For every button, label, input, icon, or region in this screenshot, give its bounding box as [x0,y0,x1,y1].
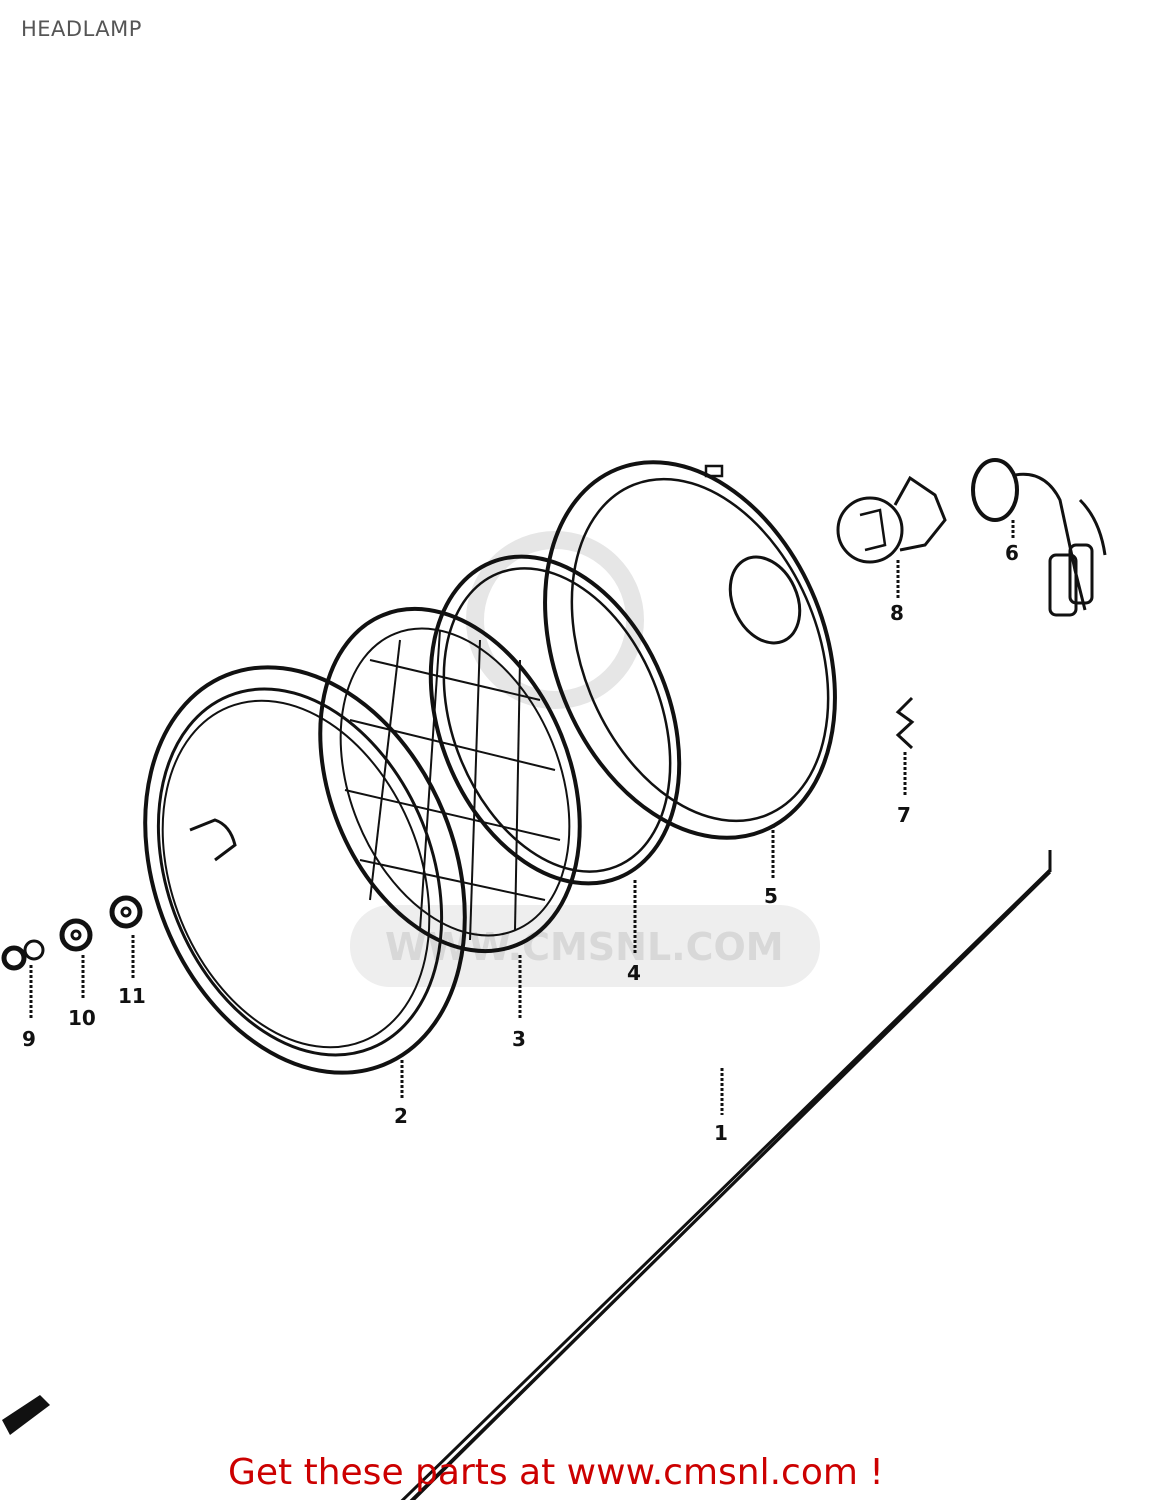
part-washer-11[interactable] [109,895,143,978]
footer-link[interactable]: Get these parts at www.cmsnl.com ! [228,1452,884,1493]
callout-4: 4 [627,961,641,985]
callout-5: 5 [764,884,778,908]
callout-1: 1 [714,1121,728,1145]
part-gasket-ring[interactable] [385,519,726,955]
callout-11: 11 [118,984,146,1008]
assembly-bracket-main [409,850,1052,1500]
callout-7: 7 [897,803,911,827]
callout-10: 10 [68,1006,96,1030]
part-lens[interactable] [272,570,628,1020]
part-reflector-housing[interactable] [492,419,888,882]
callout-6: 6 [1005,541,1019,565]
callout-2: 2 [394,1104,408,1128]
diagram-title: HEADLAMP [21,17,142,41]
part-bulb[interactable] [836,475,947,600]
callout-3: 3 [512,1027,526,1051]
corner-stamp-mark [2,1395,50,1435]
part-washer-10[interactable] [59,918,93,1000]
part-screw[interactable] [1,939,45,1020]
part-headlamp-rim[interactable] [87,619,522,1121]
callout-8: 8 [890,601,904,625]
part-spring[interactable] [895,696,915,795]
callout-9: 9 [22,1027,36,1051]
watermark-text: WWW.CMSNL.COM [385,925,784,969]
part-bulb-socket[interactable] [971,458,1107,617]
